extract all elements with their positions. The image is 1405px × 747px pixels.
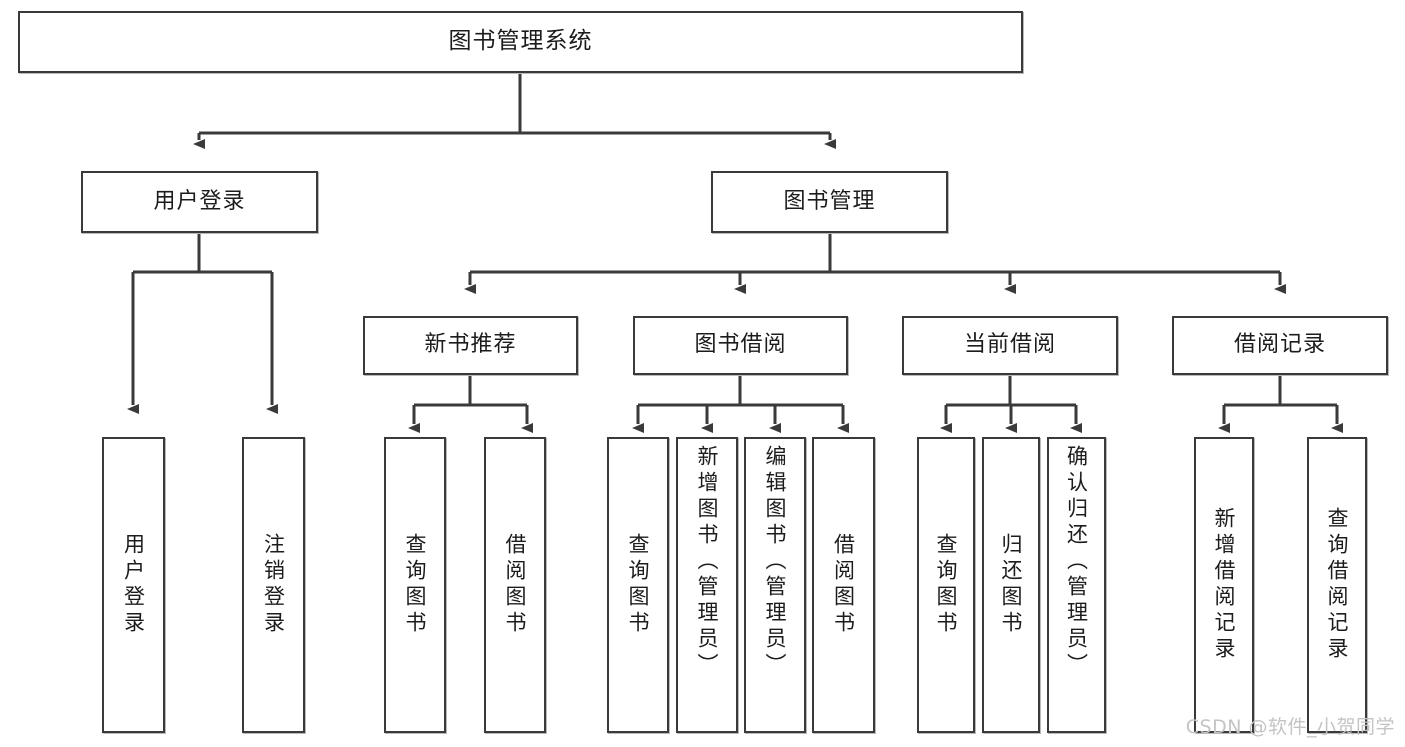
node-leaf-query-book-2-label: 查询图书	[626, 533, 651, 637]
node-root[interactable]: 图书管理系统	[18, 11, 1023, 73]
node-leaf-edit-book-label: 编辑图书（管理员）	[763, 445, 788, 679]
node-new-book-recommend[interactable]: 新书推荐	[363, 316, 578, 375]
node-book-borrow[interactable]: 图书借阅	[633, 316, 848, 375]
node-borrow-record-label: 借阅记录	[1233, 332, 1326, 358]
node-book-borrow-label: 图书借阅	[694, 332, 787, 358]
node-current-borrow-label: 当前借阅	[963, 332, 1056, 358]
node-user-login[interactable]: 用户登录	[81, 171, 318, 233]
node-leaf-confirm-return-label: 确认归还（管理员）	[1064, 445, 1089, 679]
node-borrow-record[interactable]: 借阅记录	[1172, 316, 1388, 375]
node-root-label: 图书管理系统	[448, 28, 593, 55]
node-leaf-query-book-1-label: 查询图书	[403, 533, 428, 637]
node-current-borrow[interactable]: 当前借阅	[902, 316, 1118, 375]
node-leaf-user-login-label: 用户登录	[121, 533, 146, 637]
node-leaf-query-record[interactable]: 查询借阅记录	[1307, 437, 1367, 733]
node-book-manage-label: 图书管理	[783, 188, 876, 214]
node-leaf-add-record-label: 新增借阅记录	[1212, 507, 1237, 663]
node-leaf-borrow-book-1-label: 借阅图书	[503, 533, 528, 637]
node-leaf-return-book[interactable]: 归还图书	[982, 437, 1040, 733]
node-leaf-add-book-label: 新增图书（管理员）	[695, 445, 720, 679]
node-leaf-query-book-3[interactable]: 查询图书	[917, 437, 975, 733]
node-leaf-confirm-return[interactable]: 确认归还（管理员）	[1047, 437, 1106, 733]
node-leaf-add-record[interactable]: 新增借阅记录	[1194, 437, 1254, 733]
node-leaf-query-book-1[interactable]: 查询图书	[384, 437, 446, 733]
node-leaf-query-book-3-label: 查询图书	[934, 533, 959, 637]
node-new-book-recommend-label: 新书推荐	[424, 332, 517, 358]
node-leaf-query-record-label: 查询借阅记录	[1325, 507, 1350, 663]
node-leaf-add-book[interactable]: 新增图书（管理员）	[676, 437, 738, 733]
node-leaf-edit-book[interactable]: 编辑图书（管理员）	[744, 437, 806, 733]
node-leaf-borrow-book-1[interactable]: 借阅图书	[484, 437, 546, 733]
node-user-login-label: 用户登录	[153, 188, 246, 214]
node-leaf-borrow-book-2-label: 借阅图书	[831, 533, 856, 637]
node-leaf-borrow-book-2[interactable]: 借阅图书	[812, 437, 875, 733]
csdn-watermark: CSDN @软件_小贺同学	[1185, 716, 1395, 738]
node-leaf-return-book-label: 归还图书	[999, 533, 1024, 637]
node-leaf-user-login[interactable]: 用户登录	[102, 437, 165, 733]
node-leaf-query-book-2[interactable]: 查询图书	[607, 437, 669, 733]
node-leaf-logout-login[interactable]: 注销登录	[242, 437, 305, 733]
node-book-manage[interactable]: 图书管理	[711, 171, 948, 233]
node-leaf-logout-login-label: 注销登录	[261, 533, 286, 637]
